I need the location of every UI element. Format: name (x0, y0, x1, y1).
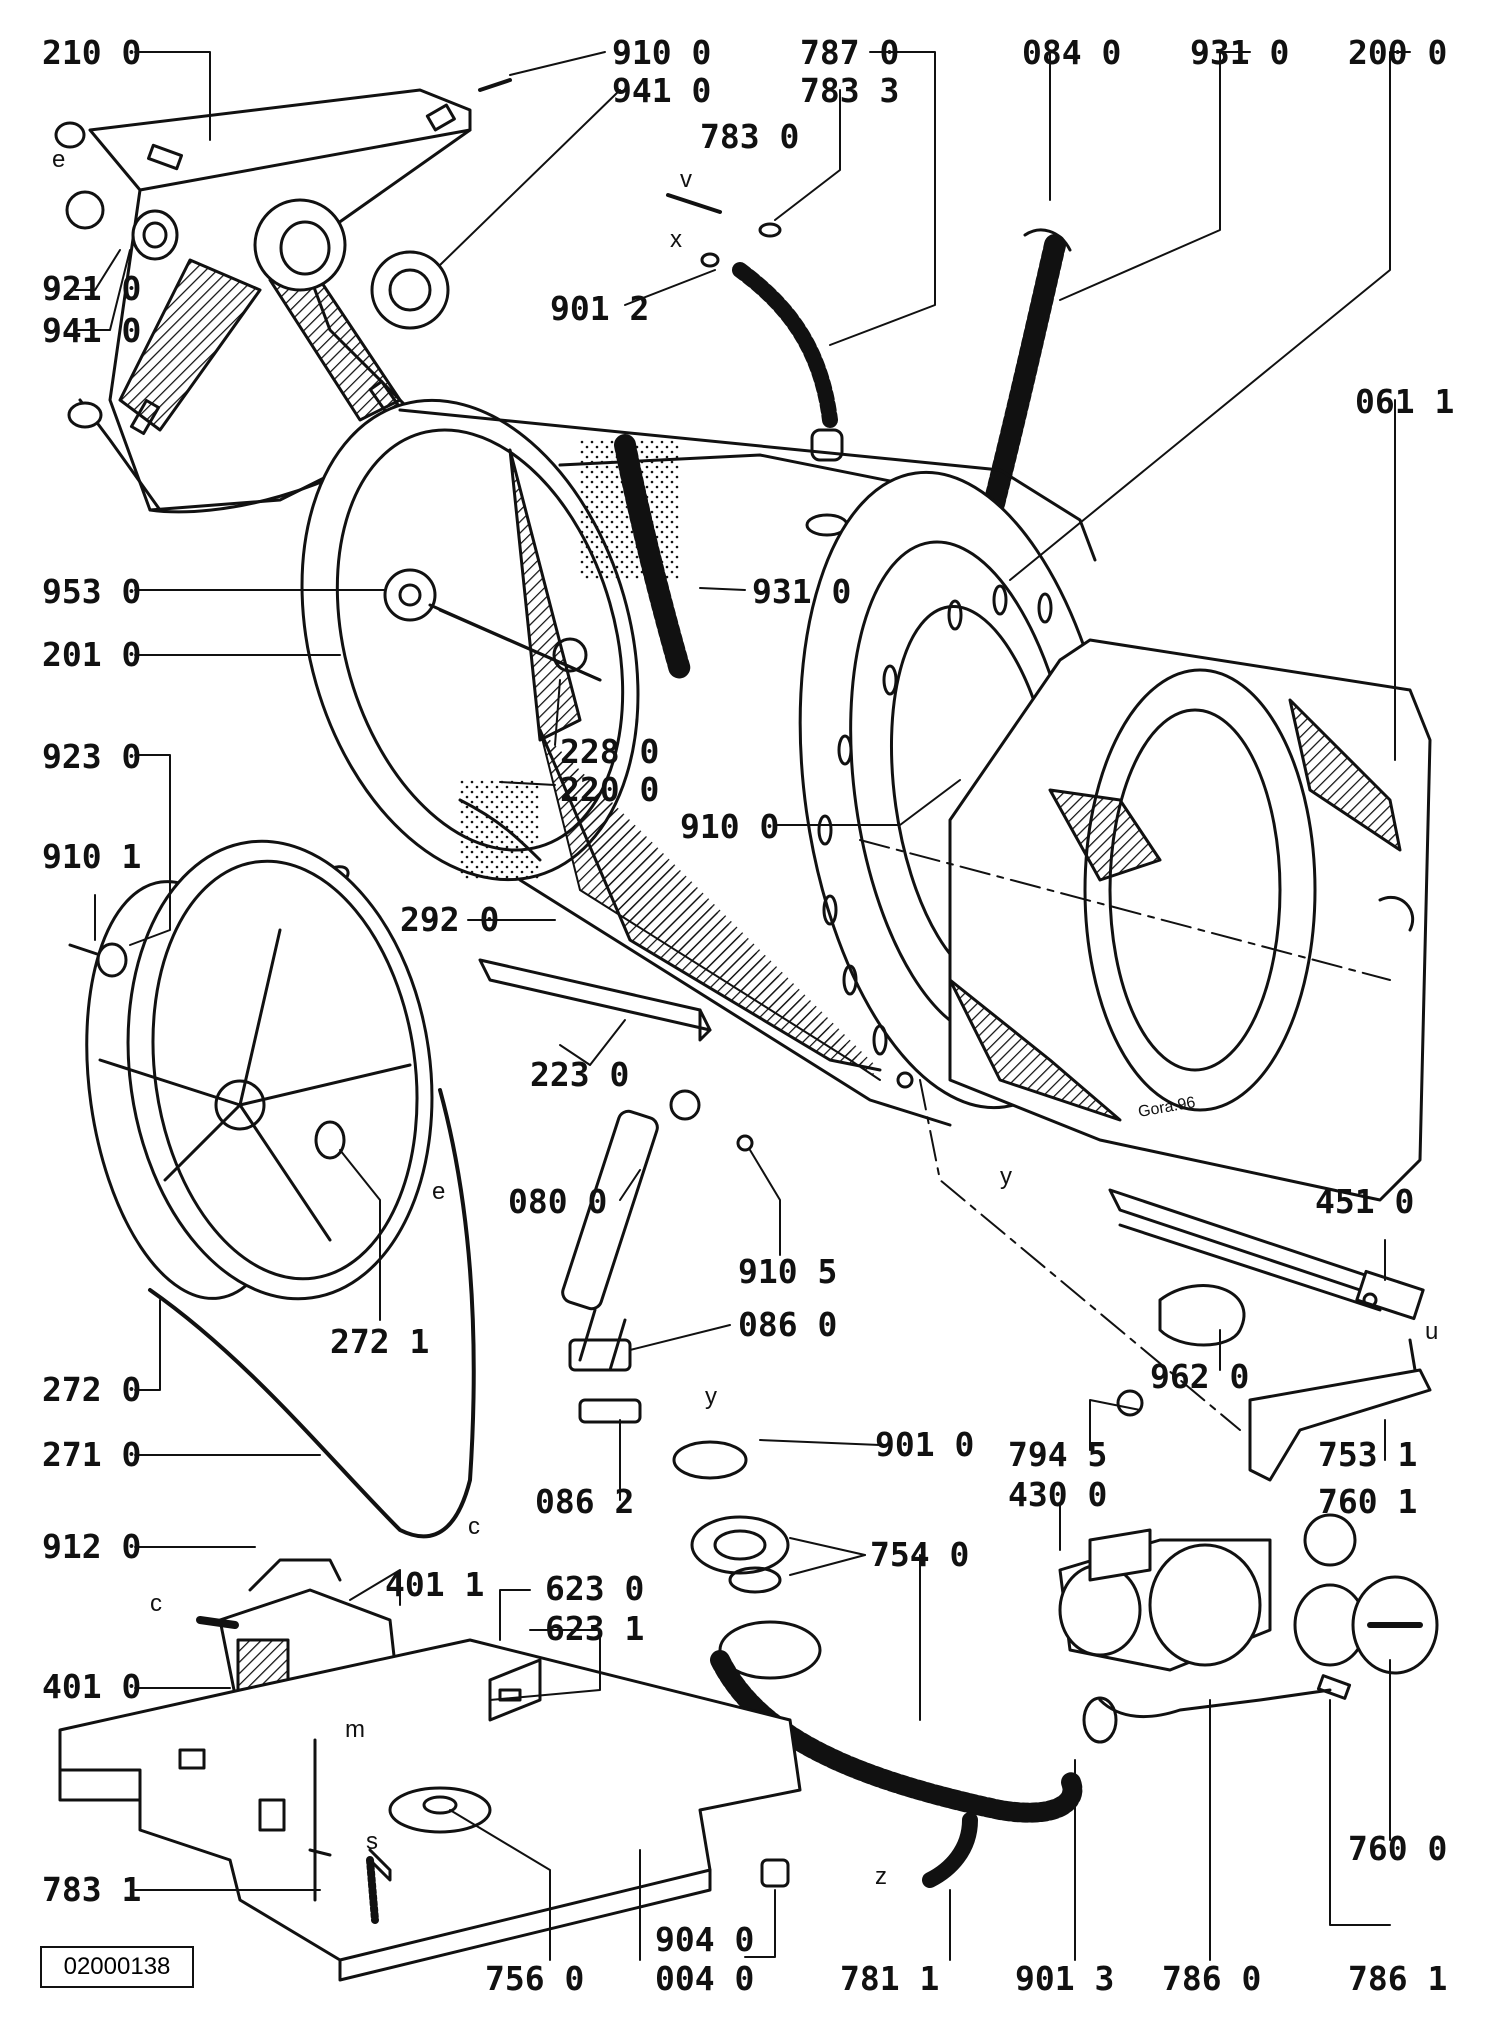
part-label-953-0: 953 0 (42, 572, 142, 611)
part-label-084-0: 084 0 (1022, 33, 1122, 72)
connector-letter-v: v (680, 166, 692, 193)
connector-letter-x: x (670, 226, 682, 253)
part-label-760-0: 760 0 (1348, 1829, 1448, 1868)
part-label-753-1: 753 1 (1318, 1435, 1418, 1474)
part-label-786-0: 786 0 (1162, 1959, 1262, 1998)
part-label-004-0: 004 0 (655, 1959, 755, 1998)
part-label-223-0: 223 0 (530, 1055, 630, 1094)
part-label-220-0: 220 0 (560, 770, 660, 809)
connector-letter-e-2: e (432, 1178, 446, 1205)
part-label-901-2: 901 2 (550, 289, 650, 328)
connector-letter-s: s (366, 1828, 378, 1855)
connector-letter-c: c (468, 1513, 480, 1540)
outer-tub (300, 398, 1097, 1127)
part-label-086-2: 086 2 (535, 1482, 635, 1521)
part-label-756-0: 756 0 (485, 1959, 585, 1998)
base-plate-004 (58, 1638, 802, 1982)
part-label-941-0: 941 0 (42, 311, 142, 350)
part-label-086-0: 086 0 (738, 1305, 838, 1344)
part-label-912-0: 912 0 (42, 1527, 142, 1566)
leader-lines (74, 51, 1411, 1961)
part-label-430-0: 430 0 (1008, 1475, 1108, 1514)
connector-letter-y: y (1000, 1163, 1012, 1190)
part-label-272-0: 272 0 (42, 1370, 142, 1409)
part-label-271-0: 271 0 (42, 1435, 142, 1474)
part-label-910-5: 910 5 (738, 1252, 838, 1291)
spring-783-1 (308, 1738, 332, 1902)
connector-letter-c-2: c (150, 1590, 162, 1617)
part-label-931-0: 931 0 (752, 572, 852, 611)
part-label-783-3: 783 3 (800, 71, 900, 110)
connector-letter-u: u (1425, 1318, 1439, 1345)
part-label-061-1: 061 1 (1355, 382, 1455, 421)
part-label-401-0: 401 0 (42, 1667, 142, 1706)
part-label-451-0: 451 0 (1315, 1182, 1415, 1221)
part-label-754-0: 754 0 (870, 1535, 970, 1574)
part-label-931-0-top: 931 0 (1190, 33, 1290, 72)
heater-451 (1108, 1188, 1425, 1321)
bearing-small (65, 78, 512, 330)
document-id: 02000138 (40, 1946, 194, 1988)
hose-787 (666, 193, 849, 537)
part-label-962-0: 962 0 (1150, 1357, 1250, 1396)
foot-904 (760, 1858, 790, 1888)
part-label-272-1: 272 1 (330, 1322, 430, 1361)
connector-letter-e: e (52, 146, 66, 173)
connector-letter-z: z (875, 1863, 887, 1890)
part-label-783-1: 783 1 (42, 1870, 142, 1909)
connector-letter-m: m (345, 1716, 365, 1743)
part-label-901-0: 901 0 (875, 1425, 975, 1464)
part-label-794-5: 794 5 (1008, 1435, 1108, 1474)
pulley-272 (85, 839, 434, 1301)
part-label-201-0: 201 0 (42, 635, 142, 674)
part-label-904-0: 904 0 (655, 1920, 755, 1959)
part-label-080-0: 080 0 (508, 1182, 608, 1221)
screw-794 (1116, 1389, 1144, 1417)
clamp-901-3 (1082, 1696, 1118, 1744)
part-label-923-0: 923 0 (42, 737, 142, 776)
drum-spider-part (54, 88, 472, 514)
part-label-901-3: 901 3 (1015, 1959, 1115, 1998)
washer-910-1 (68, 942, 128, 978)
plug-786-1 (1316, 1674, 1352, 1700)
part-label-292-0: 292 0 (400, 900, 500, 939)
part-label-921-0: 921 0 (42, 269, 142, 308)
part-label-401-1: 401 1 (385, 1565, 485, 1604)
spring-931-top (979, 228, 1072, 531)
hose-781 (922, 1812, 978, 1888)
part-label-623-1: 623 1 (545, 1609, 645, 1648)
drive-belt-271 (148, 1088, 476, 1539)
hose-786 (1098, 1688, 1332, 1719)
spring-s (366, 1856, 379, 1924)
bracket-223 (478, 958, 712, 1042)
part-label-228-0: 228 0 (560, 732, 660, 771)
part-label-786-1: 786 1 (1348, 1959, 1448, 1998)
part-label-910-1: 910 1 (42, 837, 142, 876)
connector-letter-y-2: y (705, 1383, 717, 1410)
part-label-781-1: 781 1 (840, 1959, 940, 1998)
bracket-753 (1248, 1338, 1432, 1482)
part-label-200-0: 200 0 (1348, 33, 1448, 72)
part-label-210-0: 210 0 (42, 33, 142, 72)
axis-line (859, 839, 1391, 981)
part-label-941-0-top: 941 0 (612, 71, 712, 110)
part-label-760-1: 760 1 (1318, 1482, 1418, 1521)
part-label-623-0: 623 0 (545, 1569, 645, 1608)
holder-962 (1158, 1284, 1246, 1347)
counterweight-061 (948, 638, 1432, 1202)
part-label-787-0: 787 0 (800, 33, 900, 72)
sump-754 (672, 1440, 1083, 1823)
pump-760 (1058, 1513, 1439, 1675)
part-label-910-0-top: 910 0 (612, 33, 712, 72)
part-label-783-0: 783 0 (700, 117, 800, 156)
part-label-910-0: 910 0 (680, 807, 780, 846)
shock-absorber-080 (561, 1089, 754, 1424)
